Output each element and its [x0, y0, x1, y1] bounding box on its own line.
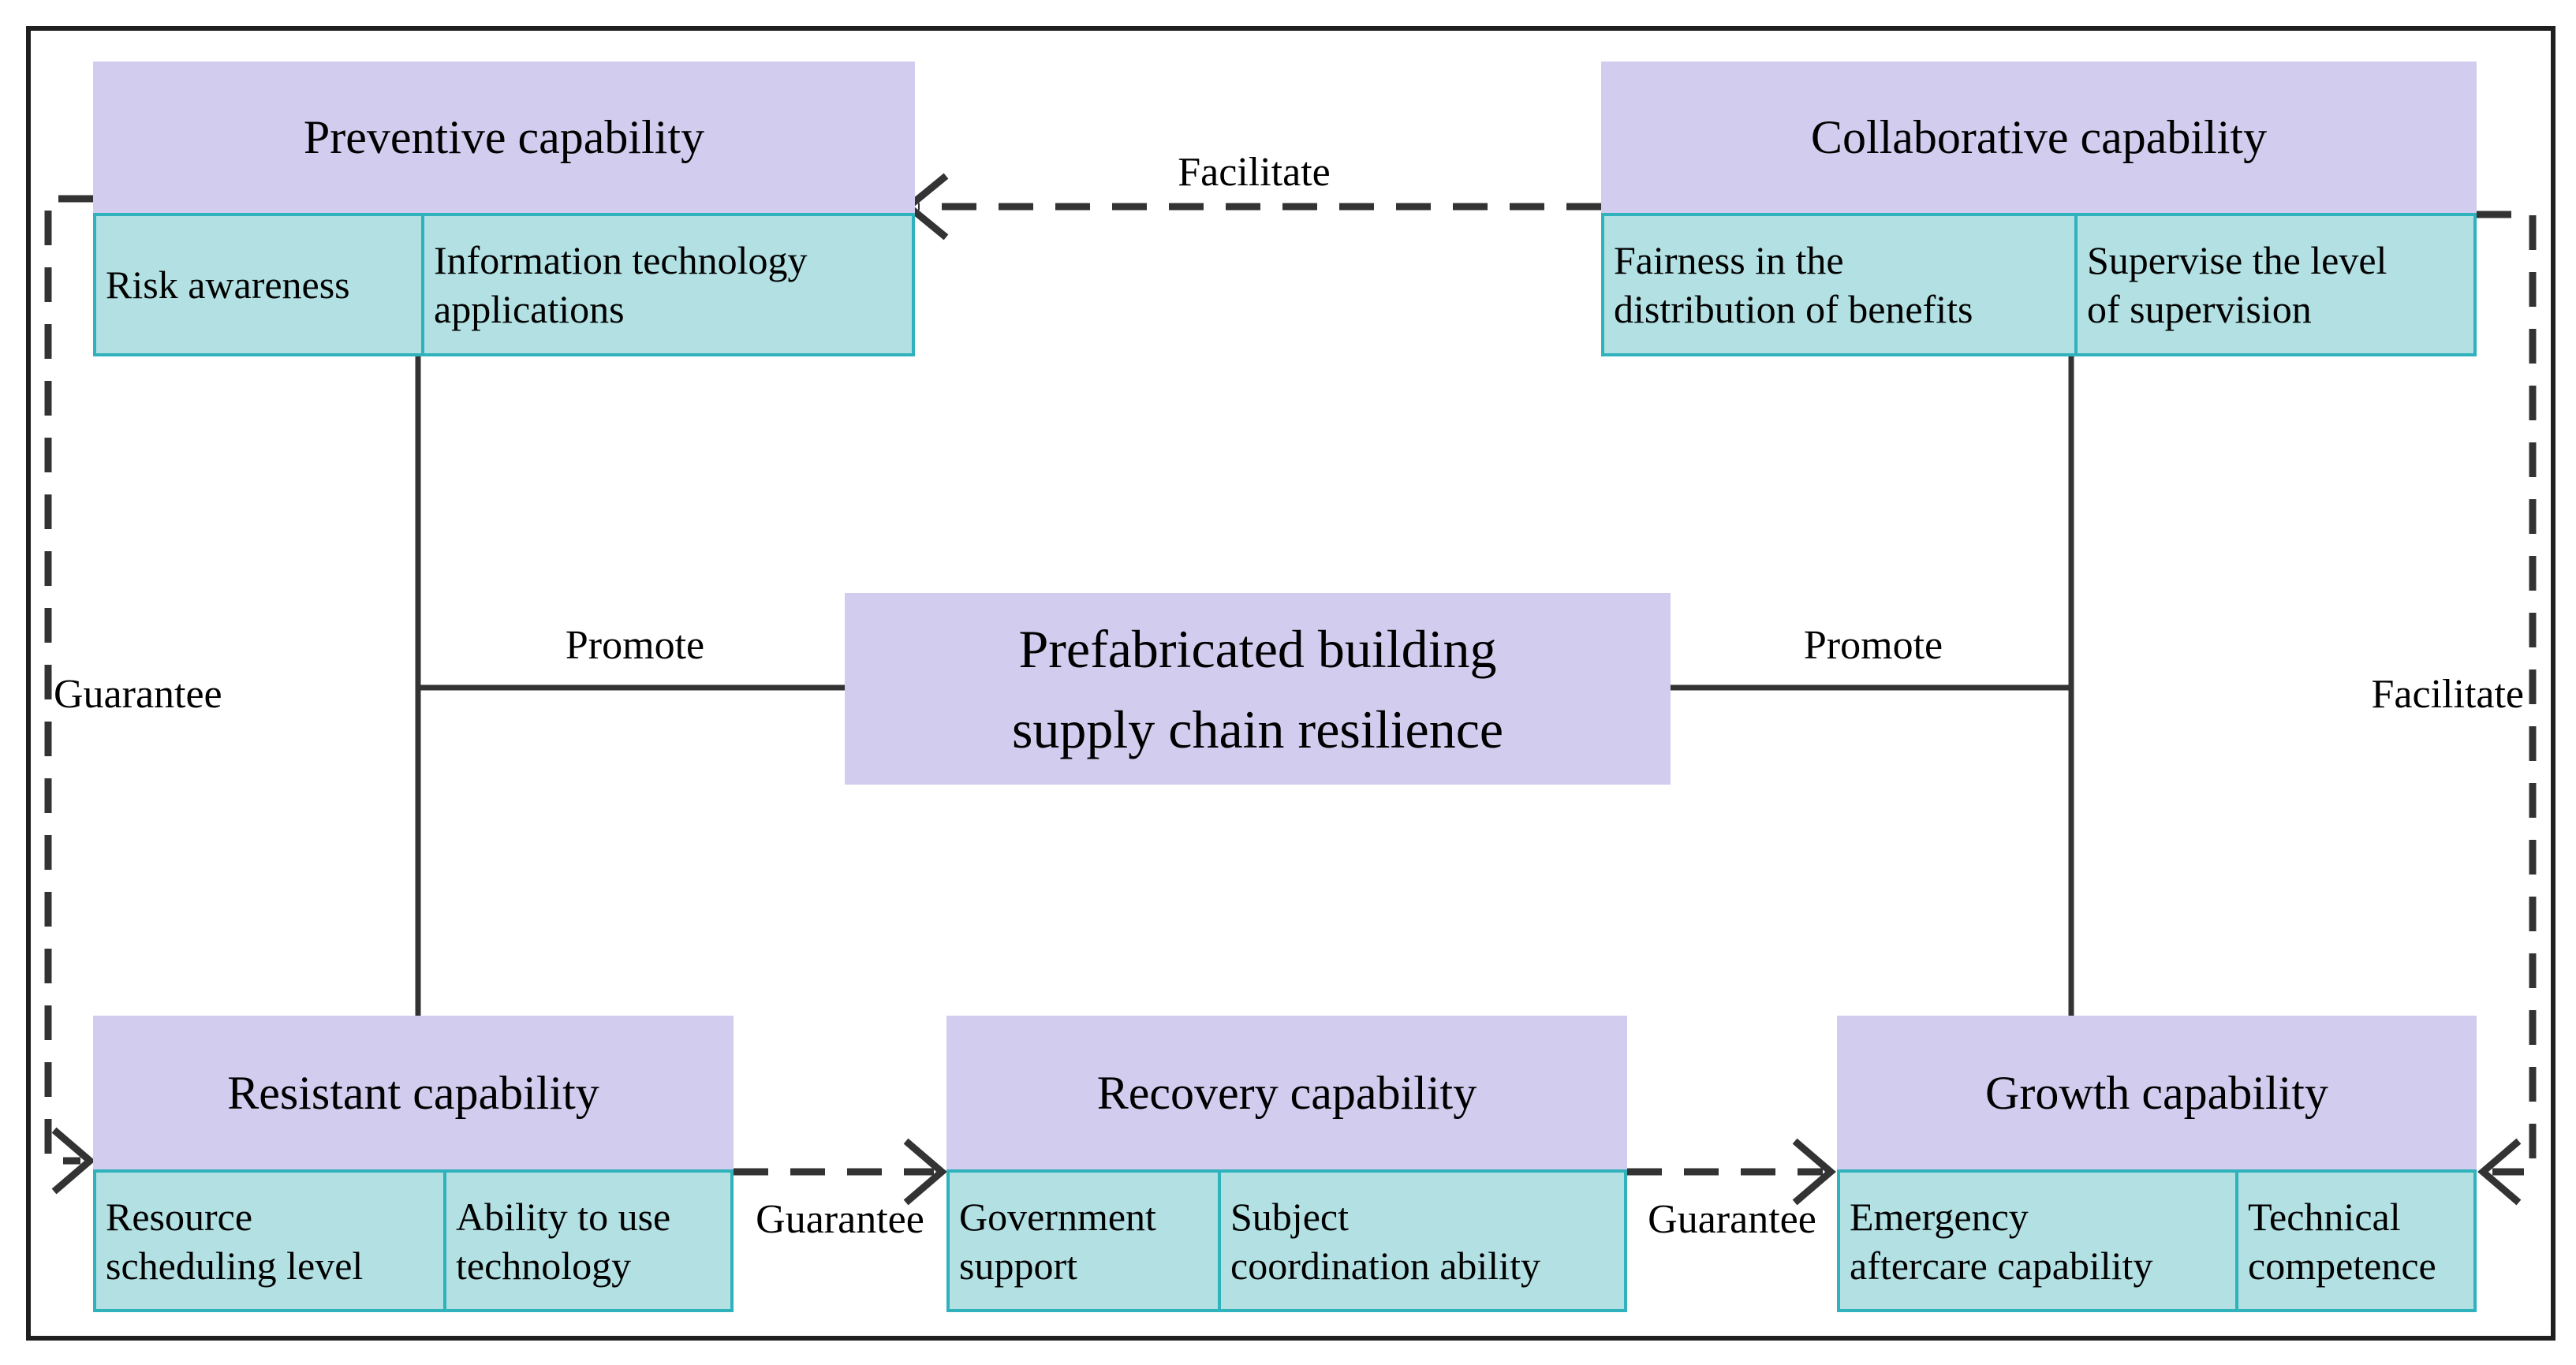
indicator-supervise-level-supervision: Supervise the level of supervision	[2074, 216, 2473, 353]
indicator-fairness-distribution-benefits: Fairness in the distribution of benefits	[1604, 216, 2074, 353]
indicator-technical-competence: Technical competence	[2235, 1173, 2473, 1309]
indicator-line: Technical	[2248, 1194, 2401, 1239]
indicator-resource-scheduling-level: Resource scheduling level	[96, 1173, 443, 1309]
center-construct-line: Prefabricated building	[1018, 618, 1497, 679]
indicator-emergency-aftercare-capability: Emergency aftercare capability	[1840, 1173, 2235, 1309]
indicator-line: coordination ability	[1230, 1243, 1540, 1288]
group-collaborative-header: Collaborative capability	[1601, 62, 2477, 213]
indicator-line: Subject	[1230, 1194, 1349, 1239]
indicator-line: support	[959, 1243, 1077, 1288]
group-recovery-header: Recovery capability	[946, 1016, 1627, 1169]
indicator-line: of supervision	[2087, 287, 2312, 331]
group-preventive-indicators: Risk awareness Information technology ap…	[93, 213, 915, 356]
indicator-line: Fairness in the	[1614, 238, 1844, 282]
indicator-line: scheduling level	[106, 1243, 364, 1288]
center-construct-line: supply chain resilience	[1011, 699, 1504, 759]
indicator-information-technology-applications: Information technology applications	[421, 216, 912, 353]
group-resistant-title: Resistant capability	[227, 1066, 599, 1119]
group-growth-indicators: Emergency aftercare capability Technical…	[1837, 1169, 2477, 1312]
indicator-line: aftercare capability	[1850, 1243, 2153, 1288]
indicator-line: technology	[456, 1243, 632, 1288]
indicator-risk-awareness: Risk awareness	[96, 216, 421, 353]
indicator-line: applications	[434, 287, 625, 331]
indicator-ability-to-use-technology: Ability to use technology	[443, 1173, 730, 1309]
arrowhead-guarantee-mid2	[1792, 1138, 1836, 1206]
group-resistant-indicators: Resource scheduling level Ability to use…	[93, 1169, 734, 1312]
group-resistant-header: Resistant capability	[93, 1016, 734, 1169]
arrowhead-facilitate-right	[2477, 1138, 2522, 1206]
group-recovery-indicators: Government support Subject coordination …	[946, 1169, 1627, 1312]
edge-label-promote-left: Promote	[565, 623, 705, 668]
edge-label-facilitate-top: Facilitate	[1178, 150, 1331, 195]
indicator-government-support: Government support	[950, 1173, 1218, 1309]
group-growth-header: Growth capability	[1837, 1016, 2477, 1169]
indicator-subject-coordination-ability: Subject coordination ability	[1218, 1173, 1624, 1309]
indicator-line: Risk awareness	[106, 263, 350, 307]
indicator-line: Ability to use	[456, 1194, 671, 1239]
group-preventive-header: Preventive capability	[93, 62, 915, 213]
connector-guarantee-left-path	[44, 195, 93, 1165]
indicator-line: Resource	[106, 1194, 253, 1239]
group-collaborative-title: Collaborative capability	[1810, 111, 2268, 163]
indicator-line: Information technology	[434, 238, 808, 282]
group-recovery-title: Recovery capability	[1096, 1066, 1477, 1119]
edge-label-facilitate-right: Facilitate	[2371, 672, 2524, 717]
connector-facilitate-right-path	[2477, 211, 2537, 1176]
group-collaborative-indicators: Fairness in the distribution of benefits…	[1601, 213, 2477, 356]
edge-label-guarantee-mid1: Guarantee	[756, 1197, 924, 1242]
group-preventive-title: Preventive capability	[303, 111, 705, 163]
arrowhead-guarantee-left	[51, 1127, 95, 1195]
arrowhead-guarantee-mid1	[903, 1138, 947, 1206]
group-growth-title: Growth capability	[1985, 1066, 2328, 1119]
indicator-line: Government	[959, 1194, 1156, 1239]
edge-label-promote-right: Promote	[1803, 623, 1943, 668]
indicator-line: Supervise the level	[2087, 238, 2387, 282]
indicator-line: Emergency	[1850, 1194, 2029, 1239]
outer-frame	[26, 26, 2555, 1341]
edge-label-guarantee-left: Guarantee	[54, 672, 222, 717]
indicator-line: distribution of benefits	[1614, 287, 1973, 331]
center-construct-box: Prefabricated building supply chain resi…	[845, 593, 1671, 785]
indicator-line: competence	[2248, 1243, 2436, 1288]
edge-label-guarantee-mid2: Guarantee	[1648, 1197, 1816, 1242]
